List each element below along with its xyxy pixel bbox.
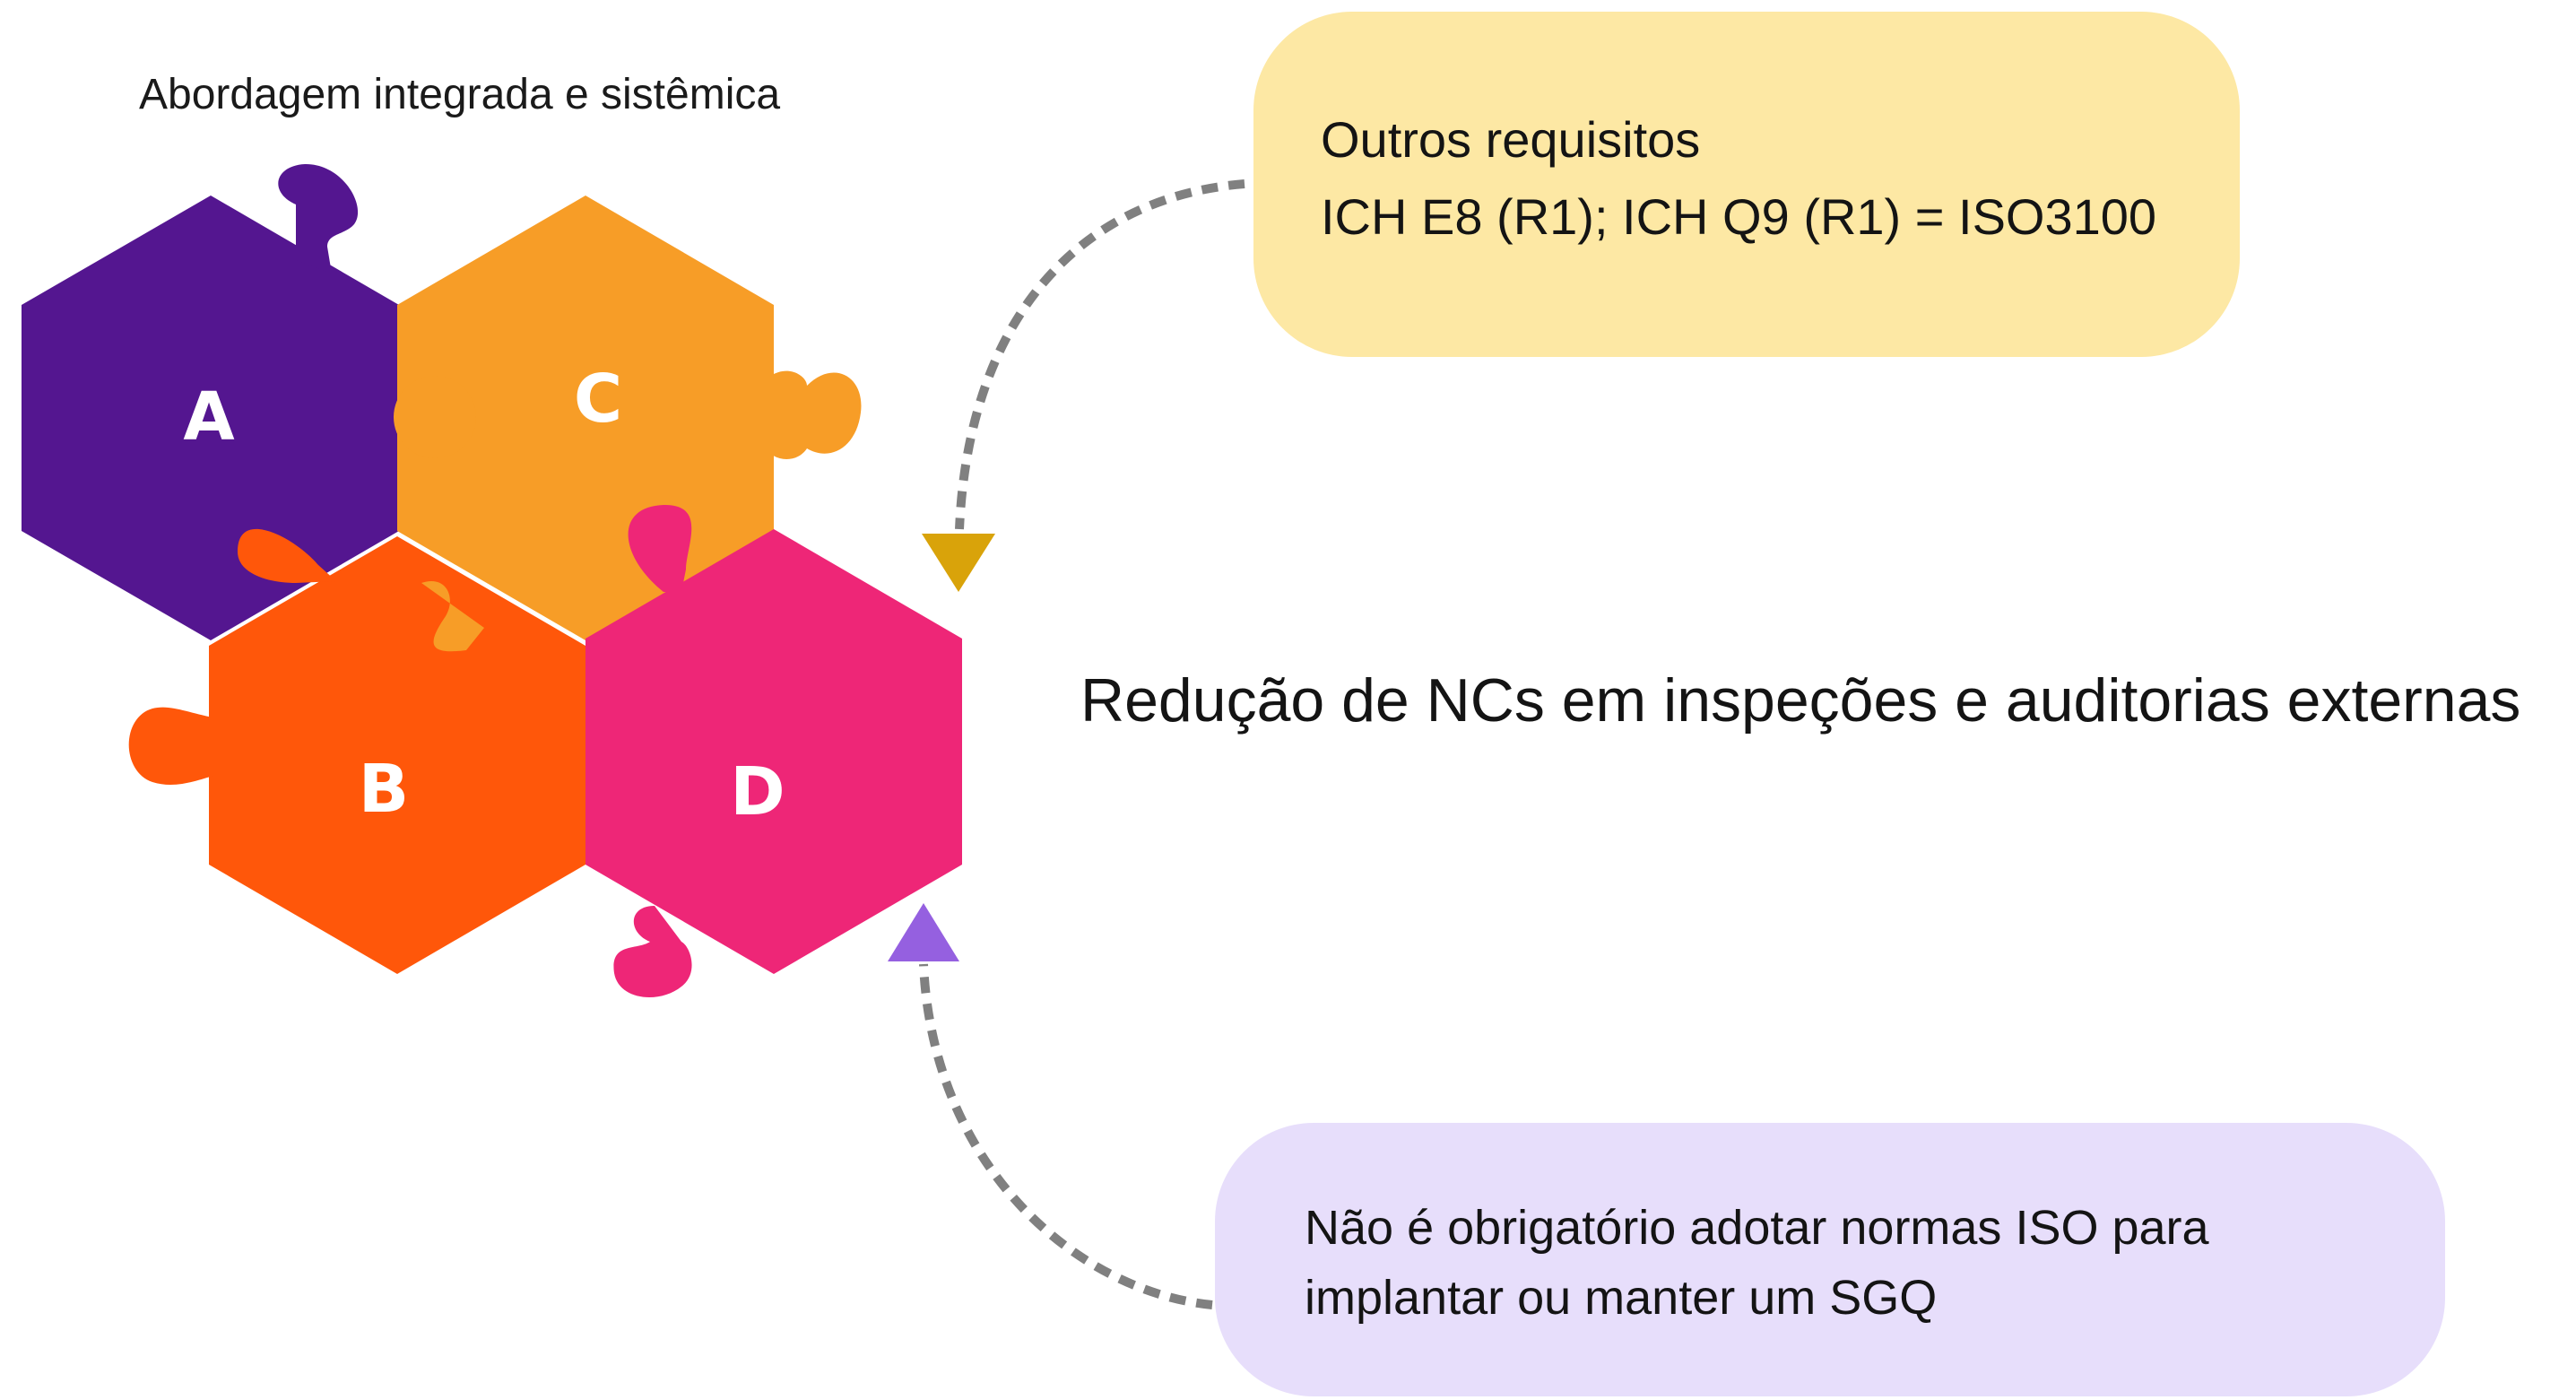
piece-b-knob-left xyxy=(128,707,213,785)
piece-b-label: B xyxy=(359,751,409,828)
bottom-arrowhead xyxy=(888,903,959,961)
piece-b-hexagon xyxy=(209,536,585,974)
callout-top-line2: ICH E8 (R1); ICH Q9 (R1) = ISO3100 xyxy=(1321,188,2157,245)
piece-b-knob-top xyxy=(421,581,484,652)
top-connector-line xyxy=(955,179,1245,530)
piece-c-label: C xyxy=(574,361,622,438)
piece-d-tab-top xyxy=(628,504,692,592)
piece-d-hexagon xyxy=(585,529,962,974)
callout-bottom-line1: Não é obrigatório adotar normas ISO para xyxy=(1305,1201,2209,1255)
diagram-caption: Abordagem integrada e sistêmica xyxy=(139,71,781,118)
piece-b-tab-top xyxy=(238,528,336,583)
callout-iso-not-mandatory: Não é obrigatório adotar normas ISO para… xyxy=(1215,1123,2445,1396)
piece-a-hexagon xyxy=(22,196,399,640)
callout-top-line1: Outros requisitos xyxy=(1321,111,1701,168)
bottom-connector-line xyxy=(919,963,1213,1309)
top-arrowhead xyxy=(922,534,995,592)
callout-bottom-line2: implantar ou manter um SGQ xyxy=(1305,1271,1938,1325)
piece-d-tab-bottom xyxy=(613,906,692,997)
piece-d-label: D xyxy=(730,753,785,830)
piece-c-notch xyxy=(394,376,476,458)
piece-a-tab xyxy=(278,163,359,274)
callout-other-requirements: Outros requisitos ICH E8 (R1); ICH Q9 (R… xyxy=(1253,12,2240,357)
piece-a-label: A xyxy=(183,378,234,456)
center-outcome-text: Redução de NCs em inspeções e auditorias… xyxy=(1080,666,2521,735)
piece-c-knob-right xyxy=(769,370,862,459)
piece-b: B xyxy=(128,528,585,974)
piece-d: D xyxy=(585,504,962,997)
